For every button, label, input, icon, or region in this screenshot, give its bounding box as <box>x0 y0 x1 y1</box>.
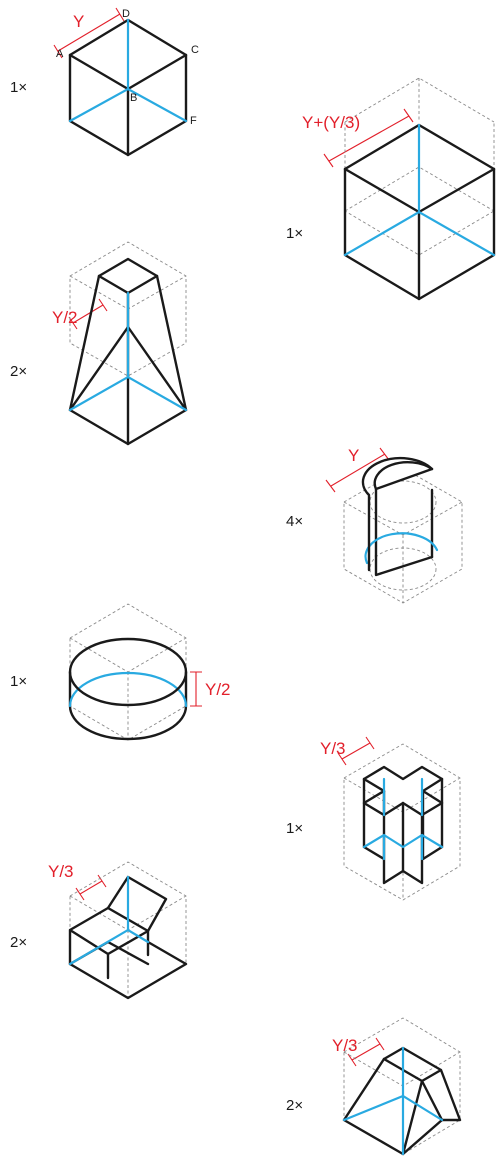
figure-4-count: 4× <box>286 513 303 530</box>
figure-3-frustum: Y/2 2× <box>10 241 188 446</box>
figure-3-count: 2× <box>10 363 27 380</box>
figure-1-count: 1× <box>10 79 27 96</box>
figure-7-stepped-block: Y/3 2× <box>10 861 188 1000</box>
figure-4-half-cylinder: Y 4× <box>286 446 463 604</box>
figure-3-dimension: Y/2 <box>52 308 78 327</box>
figure-6-count: 1× <box>286 820 303 837</box>
figure-4-dimension: Y <box>348 446 359 465</box>
vertex-a: A <box>56 48 64 60</box>
figure-1-dimension: Y <box>73 12 84 31</box>
figure-8-dimension: Y/3 <box>332 1036 358 1055</box>
figure-8-wedge: Y/3 2× <box>286 1017 462 1156</box>
figure-7-dimension: Y/3 <box>48 862 74 881</box>
figure-7-count: 2× <box>10 934 27 951</box>
vertex-c: C <box>191 44 199 56</box>
figure-8-count: 2× <box>286 1097 303 1114</box>
figure-1-cube: Y A D C B F 1× <box>10 7 199 157</box>
figure-2-cube-large: Y+(Y/3) 1× <box>286 77 496 301</box>
figure-5-count: 1× <box>10 673 27 690</box>
vertex-b: B <box>130 92 137 104</box>
figure-5-disc: Y/2 1× <box>10 603 231 741</box>
vertex-f: F <box>190 115 197 127</box>
figure-2-count: 1× <box>286 225 303 242</box>
figure-5-dimension: Y/2 <box>205 680 231 699</box>
vertex-d: D <box>122 8 130 20</box>
figure-2-dimension: Y+(Y/3) <box>302 113 360 132</box>
figure-6-cross-column: Y/3 1× <box>286 736 461 901</box>
figure-6-dimension: Y/3 <box>320 739 346 758</box>
